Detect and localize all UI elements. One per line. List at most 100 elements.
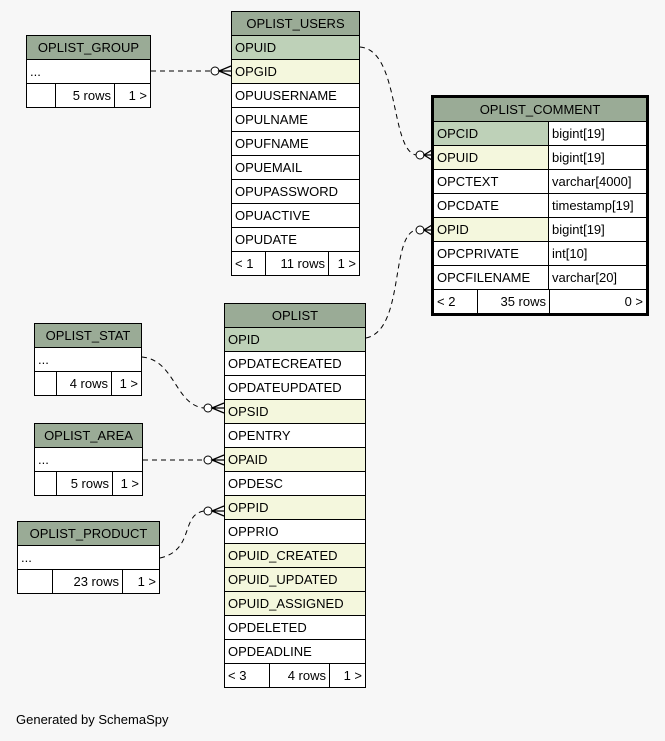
column-name: OPDESC bbox=[228, 476, 283, 491]
column-row[interactable]: OPENTRY bbox=[225, 424, 365, 448]
edge-oplist-comment bbox=[365, 229, 417, 339]
column-row[interactable]: OPUACTIVE bbox=[232, 204, 359, 228]
column-type: varchar[4000] bbox=[548, 170, 646, 193]
column-row[interactable]: OPUFNAME bbox=[232, 132, 359, 156]
parents-link[interactable] bbox=[18, 570, 52, 593]
column-name: OPCID bbox=[434, 122, 548, 145]
column-row[interactable]: OPUDATE bbox=[232, 228, 359, 252]
children-link[interactable]: 1 > bbox=[111, 372, 141, 395]
column-row[interactable]: OPUID_ASSIGNED bbox=[225, 592, 365, 616]
column-row[interactable]: OPUID_CREATED bbox=[225, 544, 365, 568]
column-row[interactable]: OPAID bbox=[225, 448, 365, 472]
row-count: 23 rows bbox=[52, 570, 122, 593]
table-header[interactable]: OPLIST_USERS bbox=[232, 12, 359, 36]
column-row[interactable]: OPUEMAIL bbox=[232, 156, 359, 180]
crow-foot-marker bbox=[217, 65, 232, 77]
column-row[interactable]: OPID bbox=[225, 328, 365, 352]
column-name: OPDEADLINE bbox=[228, 644, 312, 659]
column-row[interactable]: OPULNAME bbox=[232, 108, 359, 132]
column-row[interactable]: ... bbox=[35, 448, 142, 472]
column-name: OPID bbox=[225, 328, 365, 351]
parents-link[interactable] bbox=[35, 472, 56, 495]
column-type: bigint[19] bbox=[548, 218, 646, 241]
children-link[interactable]: 1 > bbox=[114, 84, 150, 107]
table-header[interactable]: OPLIST_STAT bbox=[35, 324, 141, 348]
column-name: OPDATECREATED bbox=[228, 356, 342, 371]
crow-foot-marker bbox=[422, 149, 433, 161]
column-row[interactable]: OPDELETED bbox=[225, 616, 365, 640]
parents-link[interactable] bbox=[27, 84, 55, 107]
column-name: OPCFILENAME bbox=[437, 270, 531, 285]
children-link[interactable]: 1 > bbox=[329, 664, 365, 687]
column-row[interactable]: OPDATEUPDATED bbox=[225, 376, 365, 400]
column-name: OPUPASSWORD bbox=[235, 184, 339, 199]
column-type: bigint[19] bbox=[548, 146, 646, 169]
column-row[interactable]: OPGID bbox=[232, 60, 359, 84]
table-header[interactable]: OPLIST_AREA bbox=[35, 424, 142, 448]
table-header[interactable]: OPLIST_PRODUCT bbox=[18, 522, 159, 546]
column-name: OPDATEUPDATED bbox=[228, 380, 342, 395]
crow-foot-marker bbox=[210, 505, 225, 517]
children-link[interactable]: 1 > bbox=[122, 570, 159, 593]
children-link[interactable]: 1 > bbox=[328, 252, 359, 275]
column-row[interactable]: OPUPASSWORD bbox=[232, 180, 359, 204]
parents-link[interactable] bbox=[35, 372, 56, 395]
column-name: OPSID bbox=[225, 400, 365, 423]
parents-link[interactable]: < 1 bbox=[235, 256, 254, 271]
column-row[interactable]: ... bbox=[18, 546, 159, 570]
table-header[interactable]: OPLIST bbox=[225, 304, 365, 328]
column-name: OPUID bbox=[434, 146, 548, 169]
column-row[interactable]: OPPRIO bbox=[225, 520, 365, 544]
column-name: OPUID_ASSIGNED bbox=[225, 592, 365, 615]
column-row[interactable]: OPDATECREATED bbox=[225, 352, 365, 376]
column-row[interactable]: OPCFILENAME varchar[20] bbox=[434, 266, 646, 290]
column-row[interactable]: OPUID_UPDATED bbox=[225, 568, 365, 592]
children-link[interactable]: 0 > bbox=[549, 290, 646, 313]
column-name: OPULNAME bbox=[235, 112, 308, 127]
column-name: OPUDATE bbox=[235, 232, 297, 247]
column-name: OPCPRIVATE bbox=[437, 246, 519, 261]
parents-link[interactable]: < 3 bbox=[228, 668, 247, 683]
edge-stat-oplist bbox=[141, 356, 205, 409]
column-name: OPGID bbox=[232, 60, 359, 83]
column-name: OPCDATE bbox=[437, 198, 499, 213]
row-count: 5 rows bbox=[55, 84, 114, 107]
column-row[interactable]: OPDESC bbox=[225, 472, 365, 496]
column-type: int[10] bbox=[548, 242, 646, 265]
column-type: bigint[19] bbox=[548, 122, 646, 145]
column-row[interactable]: OPSID bbox=[225, 400, 365, 424]
table-header[interactable]: OPLIST_COMMENT bbox=[434, 98, 646, 122]
column-row[interactable]: ... bbox=[35, 348, 141, 372]
column-row[interactable]: OPDEADLINE bbox=[225, 640, 365, 664]
column-name: OPENTRY bbox=[228, 428, 291, 443]
column-row[interactable]: OPPID bbox=[225, 496, 365, 520]
table-header[interactable]: OPLIST_GROUP bbox=[27, 36, 150, 60]
parents-link[interactable]: < 2 bbox=[437, 294, 456, 309]
children-link[interactable]: 1 > bbox=[112, 472, 142, 495]
column-type: varchar[20] bbox=[548, 266, 646, 289]
column-row[interactable]: OPCPRIVATE int[10] bbox=[434, 242, 646, 266]
column-row[interactable]: OPUID bbox=[232, 36, 359, 60]
column-name: OPUFNAME bbox=[235, 136, 309, 151]
column-name: OPUID_UPDATED bbox=[225, 568, 365, 591]
column-name: OPAID bbox=[225, 448, 365, 471]
column-row[interactable]: ... bbox=[27, 60, 150, 84]
column-row[interactable]: OPUUSERNAME bbox=[232, 84, 359, 108]
crow-foot-marker bbox=[422, 224, 433, 236]
edge-product-oplist bbox=[159, 510, 205, 559]
column-name: OPUID bbox=[232, 36, 359, 59]
